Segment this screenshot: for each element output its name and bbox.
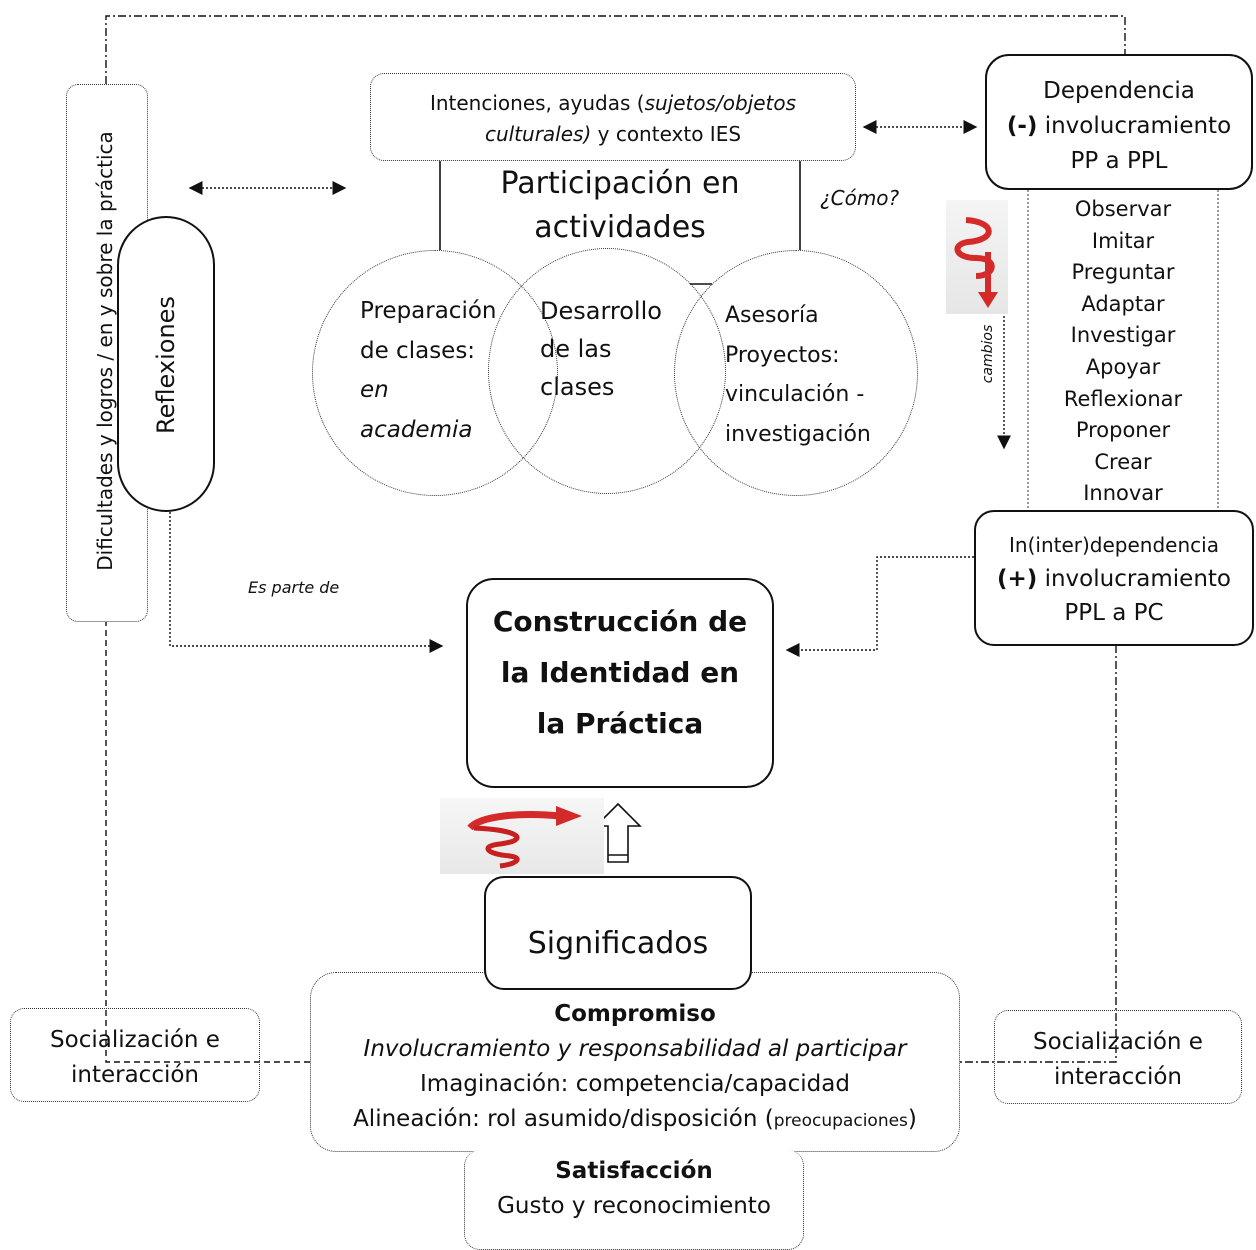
- advice-line4: investigación: [725, 421, 871, 447]
- dependence-line2: involucramiento: [1037, 113, 1232, 139]
- commitment-line3: Alineación: rol asumido/disposición (: [353, 1106, 774, 1132]
- spiral-arrow-icon: [440, 798, 604, 874]
- dependence-box: Dependencia (-) involucramiento PP a PPL: [985, 54, 1253, 190]
- how-label: ¿Cómo?: [820, 186, 900, 210]
- advice-line3: vinculación -: [725, 382, 865, 407]
- intentions-line1: Intenciones, ayudas (: [429, 91, 645, 115]
- right-dashdot-line: [960, 645, 1117, 1063]
- commitment-line3-small: preocupaciones: [773, 1111, 908, 1131]
- identity-line3: la Práctica: [536, 707, 704, 740]
- dependence-minus: (-): [1006, 113, 1038, 139]
- interdependence-line3: PPL a PC: [1064, 600, 1164, 626]
- actions-list: Observar Imitar Preguntar Adaptar Invest…: [1030, 194, 1216, 510]
- reflections-pill: [117, 216, 215, 512]
- satisfaction-title: Satisfacción: [555, 1158, 713, 1184]
- changes-label: cambios: [980, 324, 996, 384]
- identity-line2: la Identidad en: [500, 656, 740, 689]
- top-loop-line: [105, 15, 1126, 84]
- development-line1: Desarrollo: [540, 297, 662, 325]
- interdependence-line1: In(inter)dependencia: [1009, 533, 1219, 557]
- action-item: Proponer: [1075, 418, 1171, 443]
- left-dashed-line: [105, 620, 312, 1063]
- action-item: Imitar: [1091, 228, 1155, 253]
- socialization-right-line2: interacción: [1053, 1064, 1183, 1090]
- action-item: Investigar: [1070, 323, 1176, 348]
- participation-title-line1: Participación en: [500, 166, 740, 201]
- interdependence-line2: involucramiento: [1037, 566, 1232, 592]
- spiral-changes-icon: [946, 200, 1008, 314]
- actions-column-lines: [1027, 190, 1219, 510]
- development-line3: clases: [540, 373, 615, 401]
- preparation-line1: Preparación: [360, 298, 497, 324]
- action-item: Preguntar: [1071, 260, 1175, 285]
- identity-box: Construcción de la Identidad en la Práct…: [466, 578, 774, 788]
- preparation-text: Preparación de clases: en academia: [360, 292, 497, 450]
- intentions-line2: y contexto IES: [591, 122, 742, 146]
- intentions-box: Intenciones, ayudas (sujetos/objetos cul…: [370, 73, 856, 161]
- commitment-box: Compromiso Involucramiento y responsabil…: [310, 972, 960, 1152]
- action-item: Innovar: [1083, 481, 1163, 506]
- socialization-left-line2: interacción: [70, 1062, 200, 1088]
- reflection-to-identity-arrow: [169, 512, 444, 653]
- action-item: Crear: [1094, 449, 1152, 474]
- dependence-line3: PP a PPL: [1070, 148, 1168, 174]
- commitment-line3-end: ): [907, 1106, 917, 1132]
- development-line2: de las: [540, 335, 612, 363]
- satisfaction-line1: Gusto y reconocimiento: [497, 1193, 771, 1219]
- interdependence-box: In(inter)dependencia (+) involucramiento…: [974, 510, 1254, 646]
- preparation-line4: academia: [360, 416, 473, 443]
- action-item: Reflexionar: [1063, 386, 1183, 411]
- socialization-left-line1: Socialización e: [50, 1027, 220, 1053]
- interdependence-to-identity-arrow: [785, 556, 974, 657]
- advice-text: Asesoría Proyectos: vinculación - invest…: [725, 296, 871, 454]
- advice-line2: Proyectos:: [725, 342, 840, 368]
- participation-title: Participación en actividades: [450, 162, 790, 250]
- preparation-line2: de clases:: [360, 337, 476, 364]
- socialization-right-box: Socialización e interacción: [994, 1010, 1242, 1104]
- action-item: Observar: [1074, 197, 1172, 221]
- action-item: Adaptar: [1081, 291, 1165, 316]
- advice-circle: [674, 250, 918, 496]
- intentions-line2-italic: culturales): [484, 122, 592, 146]
- action-item: Apoyar: [1085, 354, 1161, 379]
- participation-bracket: [439, 160, 801, 285]
- commitment-line2: Imaginación: competencia/capacidad: [420, 1071, 850, 1097]
- commitment-line1: Involucramiento y responsabilidad al par…: [363, 1036, 907, 1062]
- reflections-label: Reflexiones: [152, 296, 180, 434]
- interdependence-plus: (+): [996, 566, 1038, 592]
- preparation-line3: en: [360, 377, 389, 403]
- socialization-right-line1: Socialización e: [1033, 1029, 1203, 1055]
- commitment-title: Compromiso: [554, 1001, 716, 1027]
- meanings-box: Significados: [484, 876, 752, 990]
- difficulties-vertical-text: Dificultades y logros / en y sobre la pr…: [93, 131, 117, 571]
- identity-line1: Construcción de: [492, 605, 748, 638]
- is-part-of-label: Es parte de: [248, 578, 340, 597]
- satisfaction-box: Satisfacción Gusto y reconocimiento: [464, 1150, 804, 1250]
- participation-title-line2: actividades: [534, 210, 706, 245]
- dependence-line1: Dependencia: [1043, 78, 1195, 104]
- advice-line1: Asesoría: [725, 303, 819, 328]
- socialization-left-box: Socialización e interacción: [10, 1008, 260, 1102]
- development-text: Desarrollo de las clases: [540, 292, 662, 406]
- meanings-label: Significados: [527, 926, 709, 961]
- intentions-line1-italic: sujetos/objetos: [644, 91, 797, 115]
